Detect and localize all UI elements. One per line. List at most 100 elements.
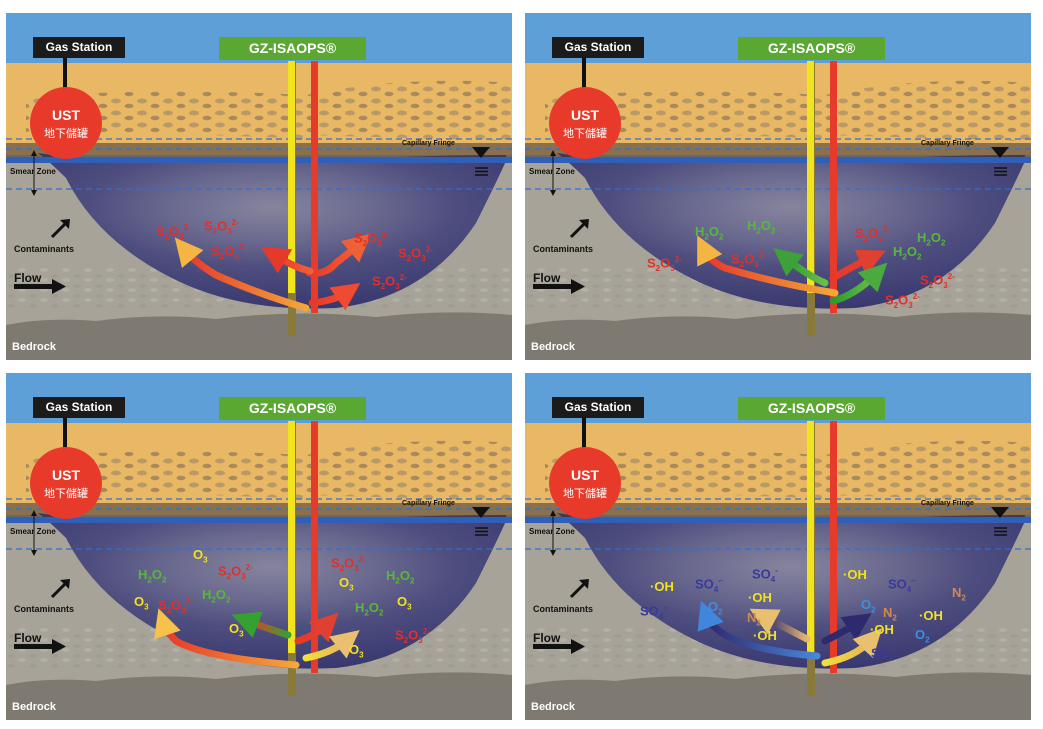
- species-sub2: 2: [161, 575, 167, 585]
- species-base: H: [202, 587, 212, 602]
- species-base: SO: [888, 576, 907, 592]
- species-base: S: [158, 597, 167, 613]
- species-sub: 3: [359, 650, 364, 660]
- species-label: SO4-: [752, 564, 778, 586]
- gas-station-label: Gas Station: [33, 397, 125, 418]
- ust-subtitle: 地下儲罐: [563, 488, 607, 500]
- species-tail: O: [368, 600, 379, 615]
- species-sub2: 2: [770, 226, 776, 236]
- species-label: S2O32-: [158, 595, 193, 617]
- species-base: O: [349, 642, 360, 657]
- water-table: [6, 157, 512, 163]
- bedrock-label: Bedrock: [12, 701, 57, 713]
- species-label: N2: [883, 606, 897, 625]
- species-label: SO4-·: [871, 643, 900, 665]
- species-tail: O: [660, 255, 671, 271]
- flow-label: Flow: [14, 271, 42, 285]
- species-tail: O: [385, 273, 396, 289]
- contaminants-arrow-icon: [569, 579, 589, 599]
- pebble-layer-right: [820, 80, 1031, 141]
- species-base: O: [193, 547, 204, 562]
- species-tail: O: [930, 230, 941, 245]
- species-sup: 2-: [358, 555, 366, 564]
- species-base: H: [355, 600, 365, 615]
- species-label: ·OH: [870, 623, 894, 636]
- flow-arrow: [829, 262, 888, 305]
- species-label: H2O2: [747, 219, 775, 238]
- species-tail: O: [151, 567, 162, 582]
- species-tail: O: [906, 244, 917, 259]
- species-label: S2O32-: [372, 271, 407, 293]
- species-sub2: 3: [179, 231, 184, 241]
- species-sup: -·: [911, 576, 917, 585]
- flow-arrow: [821, 613, 872, 645]
- species-sub2: 3: [377, 238, 382, 248]
- red-injection-well: [830, 421, 837, 673]
- species-sub2: 3: [754, 259, 759, 269]
- flow-label: Flow: [533, 271, 561, 285]
- flow-arrow: [829, 249, 886, 282]
- species-sup: 2-: [674, 255, 682, 264]
- gz-isaops-label: GZ-ISAOPS®: [219, 397, 366, 420]
- smear-zone-label: Smear Zone: [529, 167, 575, 176]
- species-label: H2O2: [355, 601, 383, 620]
- species-sub: 2: [364, 608, 369, 618]
- ust-tank: UST 地下儲罐: [549, 447, 621, 519]
- flow-arrow: [305, 233, 372, 277]
- species-tail: O: [231, 563, 242, 579]
- species-base: S: [647, 255, 656, 271]
- contaminants-arrow-icon: [50, 579, 70, 599]
- bedrock-layer: [6, 312, 512, 360]
- species-label: ·OH: [753, 629, 777, 642]
- bedrock-layer: [525, 312, 1031, 360]
- species-base: S: [920, 272, 929, 288]
- species-tail: O: [344, 555, 355, 571]
- species-base: S: [885, 292, 894, 308]
- gz-isaops-label: GZ-ISAOPS®: [738, 397, 885, 420]
- water-table: [6, 517, 512, 523]
- species-sup: 2-: [882, 225, 890, 234]
- bedrock-layer: [525, 672, 1031, 720]
- smear-zone-arrow-icon: [31, 150, 37, 196]
- red-injection-well: [311, 61, 318, 313]
- species-label: O3: [339, 576, 354, 595]
- flow-arrow-icon: [14, 639, 66, 654]
- gz-isaops-label: GZ-ISAOPS®: [219, 37, 366, 60]
- pebble-layer-right: [820, 440, 1031, 501]
- species-sub: 2: [925, 635, 930, 645]
- gz-isaops-label: GZ-ISAOPS®: [738, 37, 885, 60]
- species-tail: O: [760, 218, 771, 233]
- species-base: S: [354, 230, 363, 246]
- gas-station-pole: [582, 417, 586, 453]
- ust-subtitle: 地下儲罐: [44, 128, 88, 140]
- flow-arrow: [749, 608, 811, 643]
- smear-zone-label: Smear Zone: [10, 167, 56, 176]
- species-base: S: [156, 223, 165, 239]
- species-label: S2O32-: [731, 249, 766, 271]
- pebble-layer-right: [301, 80, 512, 141]
- diagram-panel-3: Gas Station GZ-ISAOPS® UST 地下儲罐 Capillar…: [6, 373, 512, 720]
- species-base: SO: [640, 603, 659, 619]
- flow-arrow-icon: [533, 279, 585, 294]
- species-label: S2O32-: [218, 561, 253, 583]
- species-sub: 2: [362, 238, 368, 248]
- species-label: O3: [349, 643, 364, 662]
- contaminants-arrow-icon: [50, 219, 70, 239]
- species-sup: 2-: [238, 243, 246, 252]
- species-sub2: 3: [421, 253, 426, 263]
- yellow-injection-well: [288, 421, 295, 653]
- species-sub2: 3: [418, 635, 423, 645]
- flow-arrow: [821, 628, 882, 667]
- species-base: S: [372, 273, 381, 289]
- water-level-lines-icon: [994, 167, 1007, 176]
- bedrock-label: Bedrock: [531, 341, 576, 353]
- species-label: H2O2: [893, 245, 921, 264]
- contaminant-plume: [557, 513, 1025, 669]
- species-base: ·OH: [748, 590, 772, 605]
- species-label: O3: [134, 595, 149, 614]
- species-label: S2O32-: [395, 625, 430, 647]
- species-sup: 2-: [425, 245, 433, 254]
- gas-station-pole: [63, 57, 67, 93]
- species-base: N: [883, 605, 893, 620]
- contaminant-plume: [557, 153, 1025, 309]
